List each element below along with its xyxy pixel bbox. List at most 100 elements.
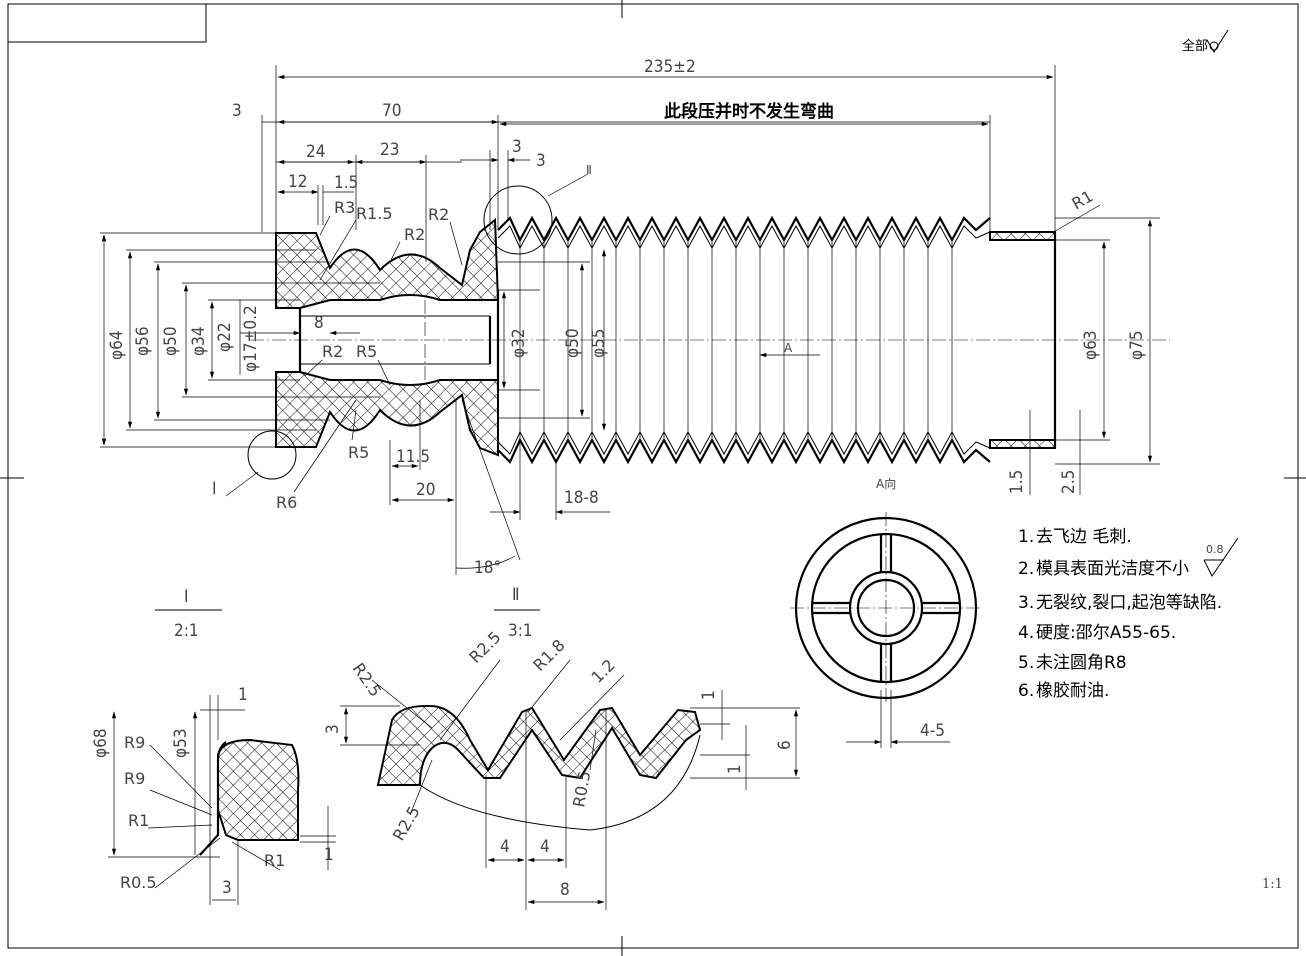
detail-I-r9-a: R9 [124, 733, 145, 752]
finish-symbol [1203, 537, 1239, 577]
detail-II-tag: Ⅱ [586, 163, 592, 177]
detail-I-view: I 2:1 1 φ68 φ53 R9 R9 R1 R1 R0.5 3 1 [91, 587, 336, 905]
note-2: 2. 模具表面光洁度不小 0.8 [1018, 537, 1239, 579]
detail-I-section [217, 738, 300, 841]
dim-d17: φ17±0.2 [241, 305, 261, 372]
view-A-outer-ring [794, 516, 978, 700]
detail-II-scale: 3:1 [508, 621, 533, 641]
detail-I-r1-a: R1 [128, 811, 149, 830]
svg-text:橡胶耐油.: 橡胶耐油. [1036, 681, 1109, 701]
dim-d32: φ32 [509, 328, 529, 358]
dim-d63: φ63 [1081, 330, 1101, 360]
dim-12: 12 [288, 172, 307, 192]
svg-text:无裂纹,裂口,起泡等缺陷.: 无裂纹,裂口,起泡等缺陷. [1036, 593, 1222, 613]
dim-3-a: 3 [512, 137, 522, 157]
detail-I-dim-3: 3 [222, 878, 232, 898]
angle-18: 18° [474, 558, 501, 578]
detail-II-dim-1-a: 1 [699, 690, 719, 700]
svg-text:未注圆角R8: 未注圆角R8 [1036, 653, 1127, 673]
finish-value: 0.8 [1206, 543, 1224, 556]
bellows-outer-top [497, 215, 991, 243]
title-block [7, 3, 207, 43]
dim-18-8: 18-8 [564, 488, 599, 508]
detail-I-dim-1-top: 1 [238, 685, 248, 705]
end-flange-bottom-section [275, 371, 499, 457]
view-A-label: A向 [876, 476, 896, 491]
detail-II-r2-5-a: R2.5 [349, 659, 386, 700]
note-1: 1. 去飞边 毛刺. [1018, 527, 1132, 547]
bellows-inner-bottom [497, 430, 991, 456]
detail-II-r2-5-b: R2.5 [465, 628, 504, 667]
view-A-hub-outer [848, 570, 924, 646]
label-r6: R6 [276, 493, 297, 512]
dim-11-5: 11.5 [396, 447, 430, 467]
dim-d34: φ34 [189, 326, 209, 356]
bellows-internal-lines [519, 240, 953, 440]
detail-II-r2-5-c: R2.5 [389, 803, 424, 844]
note-4: 4. 硬度:邵尔A55-65. [1018, 623, 1176, 643]
main-section-view [247, 185, 1170, 480]
end-flange-top-section [275, 217, 500, 309]
view-A-hub-inner [856, 578, 916, 638]
detail-II-t1-2: 1.2 [587, 655, 618, 686]
label-r2-top-a: R2 [428, 205, 449, 224]
label-r2-top-b: R2 [404, 225, 425, 244]
svg-text:1.: 1. [1018, 527, 1034, 547]
detail-I-scale: 2:1 [174, 621, 199, 641]
detail-I-tag: I [212, 479, 217, 499]
dim-d50-left: φ50 [161, 326, 181, 356]
arrow-A-label: A [784, 341, 793, 355]
svg-text:去飞边 毛刺.: 去飞边 毛刺. [1036, 527, 1132, 547]
no-bend-note: 此段压并时不发生弯曲 [664, 101, 834, 122]
note-3: 3. 无裂纹,裂口,起泡等缺陷. [1018, 593, 1222, 613]
detail-II-dim-1-b: 1 [725, 764, 745, 774]
main-dimensions: 235±2 3 70 此段压并时不发生弯曲 24 23 12 1.5 3 3 [100, 57, 1160, 578]
svg-text:硬度:邵尔A55-65.: 硬度:邵尔A55-65. [1036, 623, 1176, 643]
detail-II-circle [483, 185, 553, 255]
dim-d64: φ64 [107, 330, 127, 360]
label-r5-low: R5 [356, 342, 377, 361]
dim-70: 70 [382, 101, 401, 121]
detail-II-dim-6: 6 [775, 740, 795, 750]
label-r3: R3 [334, 198, 355, 217]
surface-finish-all: 全部 [1182, 29, 1229, 54]
note-5: 5. 未注圆角R8 [1018, 653, 1127, 673]
detail-II-section [376, 704, 702, 786]
dim-1-5-right: 1.5 [1007, 470, 1027, 494]
dim-24: 24 [306, 142, 325, 162]
detail-I-r1-b: R1 [264, 851, 285, 870]
detail-II-dim-4-b: 4 [540, 837, 550, 857]
view-A-inner-ring [810, 532, 962, 684]
label-r2-low: R2 [322, 342, 343, 361]
view-A-dim-4-5: 4-5 [920, 721, 945, 741]
note-6: 6. 橡胶耐油. [1018, 681, 1109, 701]
bellows-outer-bottom [497, 437, 991, 465]
dim-d75: φ75 [1127, 330, 1147, 360]
dim-d56: φ56 [133, 326, 153, 356]
svg-text:4.: 4. [1018, 623, 1034, 643]
right-cuff-top [989, 231, 1056, 241]
svg-text:6.: 6. [1018, 681, 1034, 701]
detail-I-r0-5: R0.5 [120, 873, 157, 892]
label-r1-5: R1.5 [356, 204, 393, 223]
detail-II-label: Ⅱ [512, 585, 520, 605]
detail-I-circle [247, 430, 297, 480]
right-cuff-bottom [989, 439, 1056, 449]
svg-text:模具表面光洁度不小: 模具表面光洁度不小 [1036, 559, 1189, 579]
dim-8: 8 [314, 313, 324, 333]
detail-I-d53: φ53 [171, 728, 191, 758]
finish-all-label: 全部 [1182, 38, 1208, 54]
detail-I-label: I [184, 587, 189, 607]
dim-d55: φ55 [589, 328, 609, 358]
view-A-spokes [812, 534, 960, 682]
dim-3-b: 3 [536, 151, 546, 171]
detail-II-dim-4-a: 4 [500, 837, 510, 857]
svg-text:3.: 3. [1018, 593, 1034, 613]
dim-2-5-right: 2.5 [1059, 470, 1079, 494]
detail-II-view: Ⅱ 3:1 4 4 8 3 6 1 1 R2.5 R2.5 R1.8 [323, 585, 800, 910]
dim-1-5: 1.5 [334, 173, 358, 193]
bellows-inner-top [497, 224, 991, 250]
detail-II-dim-8: 8 [560, 880, 570, 900]
